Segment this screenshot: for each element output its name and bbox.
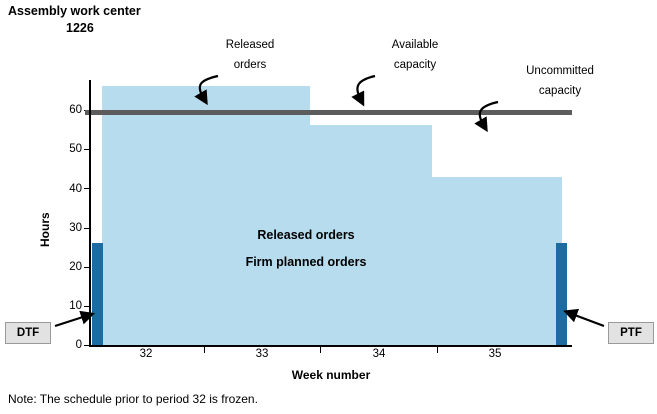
- callout-uncommitted-capacity-line2: capacity: [538, 85, 582, 97]
- ytick-label-60: 60: [69, 104, 82, 116]
- load-block-week34-35: [432, 177, 562, 345]
- dtf-bar: [92, 243, 103, 345]
- ytick-mark-0: [84, 345, 90, 346]
- xtick-mark-2: [320, 347, 321, 353]
- chart-note: Note: The schedule prior to period 32 is…: [8, 392, 258, 406]
- callout-available-capacity-line2: capacity: [393, 59, 437, 71]
- arrow-dtf: [54, 310, 96, 328]
- xtick-mark-3: [437, 347, 438, 353]
- callout-available-capacity-line1: Available: [391, 39, 439, 51]
- chart-title-line1: Assembly work center: [8, 4, 141, 18]
- chart-title-line2: 1226: [66, 21, 94, 35]
- callout-uncommitted-capacity-line1: Uncommitted: [526, 65, 594, 77]
- arrow-ptf: [563, 308, 605, 328]
- x-axis-label: Week number: [291, 368, 371, 382]
- y-axis-line: [89, 80, 91, 347]
- inside-label-firm-planned-orders: Firm planned orders: [245, 255, 367, 269]
- ytick-label-40: 40: [69, 183, 82, 195]
- ptf-box: PTF: [608, 322, 654, 344]
- ytick-label-0: 0: [75, 339, 82, 351]
- ytick-label-50: 50: [69, 143, 82, 155]
- xtick-label-33: 33: [255, 348, 269, 360]
- ytick-label-30: 30: [69, 222, 82, 234]
- ytick-mark-20: [84, 267, 90, 268]
- ytick-label-20: 20: [69, 261, 82, 273]
- ytick-mark-40: [84, 188, 90, 189]
- callout-released-orders-line2: orders: [233, 59, 267, 71]
- ytick-mark-10: [84, 306, 90, 307]
- ytick-mark-30: [84, 228, 90, 229]
- inside-label-released-orders: Released orders: [257, 228, 355, 242]
- x-axis-line: [89, 345, 572, 347]
- xtick-label-34: 34: [372, 348, 386, 360]
- ytick-label-10: 10: [69, 300, 82, 312]
- ptf-bar: [556, 243, 567, 345]
- dtf-box: DTF: [5, 322, 51, 344]
- load-block-week33-34: [310, 125, 432, 345]
- xtick-label-32: 32: [139, 348, 153, 360]
- load-block-week32-33: [102, 86, 310, 345]
- y-axis-label: Hours: [38, 212, 52, 247]
- xtick-mark-1: [204, 347, 205, 353]
- available-capacity-line: [85, 110, 572, 115]
- arrow-available-capacity: [351, 74, 376, 107]
- xtick-label-35: 35: [488, 348, 502, 360]
- ytick-mark-50: [84, 149, 90, 150]
- callout-released-orders-line1: Released: [225, 39, 275, 51]
